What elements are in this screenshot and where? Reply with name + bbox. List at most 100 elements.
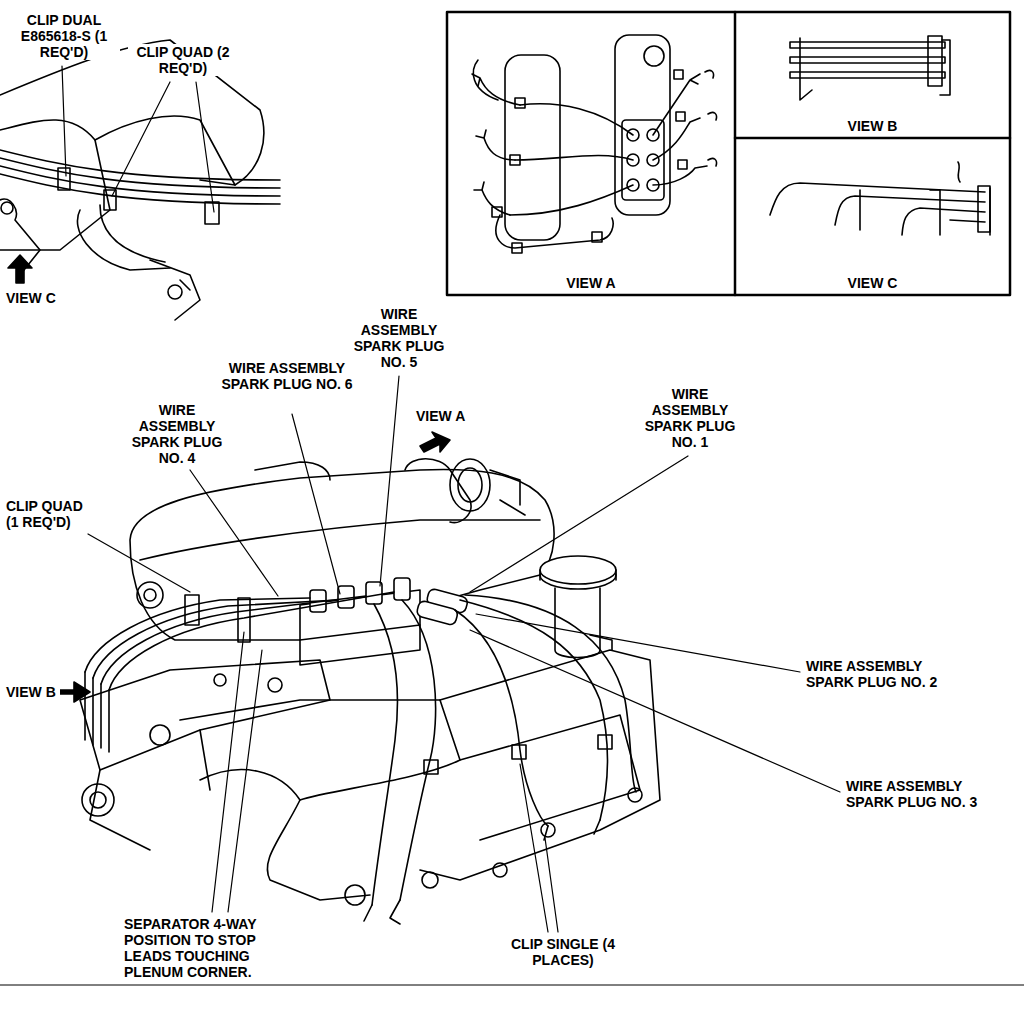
callout-label: WIRE ASSEMBLY SPARK PLUG NO. 5 (344, 306, 454, 370)
line-art (476, 614, 800, 672)
callout-label: VIEW B (4, 684, 60, 700)
line-art (860, 190, 940, 235)
line-art (300, 625, 420, 640)
line-art (212, 632, 244, 912)
line-art (268, 678, 282, 692)
line-art (0, 174, 280, 204)
line-art (470, 630, 840, 792)
line-art (0, 40, 264, 185)
line-art (416, 600, 459, 626)
line-art (214, 674, 226, 686)
line-art (424, 760, 438, 774)
line-art (465, 595, 636, 792)
callout-label: WIRE ASSEMBLY SPARK PLUG NO. 2 (804, 658, 944, 690)
upper-left-engine-art (0, 40, 280, 320)
line-art (653, 74, 700, 135)
line-art (674, 70, 683, 79)
line-art (800, 38, 812, 100)
callout-label: CLIP QUAD (1 REQ'D) (4, 498, 96, 530)
line-art (540, 570, 616, 580)
line-art (492, 207, 502, 217)
line-art (450, 459, 490, 511)
line-art (676, 112, 685, 121)
line-art (510, 155, 520, 165)
line-art (510, 185, 633, 215)
line-art (458, 468, 482, 502)
callout-label: WIRE ASSEMBLY SPARK PLUG NO. 3 (844, 778, 984, 810)
callout-label: WIRE ASSEMBLY SPARK PLUG NO. 4 (122, 402, 232, 466)
line-art (205, 202, 219, 224)
line-art (493, 863, 507, 877)
view-arrow (60, 682, 90, 702)
leader-lines (62, 66, 840, 932)
view-panel: VIEW A (447, 12, 735, 295)
line-art (0, 985, 1024, 986)
line-art (228, 650, 262, 912)
line-art (790, 57, 945, 63)
line-art (58, 168, 70, 190)
line-art (520, 764, 548, 932)
view-arrow (8, 255, 32, 283)
line-art (790, 72, 945, 78)
line-art (545, 838, 558, 932)
line-art (82, 784, 114, 816)
line-art (180, 700, 460, 800)
line-art (734, 12, 737, 295)
callout-label: SEPARATOR 4-WAY POSITION TO STOP LEADS T… (122, 916, 287, 980)
line-art (168, 285, 182, 299)
line-art (150, 260, 200, 320)
line-art (978, 186, 990, 232)
line-art (1, 202, 13, 214)
line-art (95, 116, 235, 185)
line-art (515, 156, 633, 160)
view-title: VIEW B (846, 118, 900, 134)
line-art (950, 220, 985, 222)
callout-label: CLIP QUAD (2 REQ'D) (128, 44, 238, 76)
line-art (592, 232, 602, 242)
line-art (544, 820, 600, 840)
view-title: VIEW A (564, 275, 617, 291)
line-art (455, 610, 548, 826)
main-engine-art (80, 459, 660, 924)
line-art (100, 205, 165, 262)
line-art (372, 604, 398, 905)
line-art (644, 46, 664, 66)
callout-label: WIRE ASSEMBLY SPARK PLUG NO. 6 (217, 360, 357, 392)
line-art (405, 459, 471, 523)
line-art (292, 414, 340, 594)
line-art (790, 42, 945, 48)
line-art (140, 520, 540, 560)
line-art (112, 82, 170, 196)
line-art (902, 208, 985, 235)
line-art (196, 82, 214, 212)
line-art (255, 462, 330, 480)
line-art (615, 35, 670, 215)
line-art (80, 660, 330, 770)
line-art (958, 162, 990, 235)
line-art (512, 745, 526, 759)
line-art (460, 715, 640, 840)
line-art (735, 137, 1010, 140)
view-b-art (790, 36, 950, 100)
line-art (476, 130, 515, 160)
line-art (928, 36, 942, 86)
line-art (380, 376, 399, 586)
line-art (364, 900, 400, 924)
line-art (678, 160, 687, 169)
line-art (137, 582, 163, 608)
line-art (104, 190, 116, 210)
line-art (940, 40, 950, 95)
line-art (85, 598, 310, 672)
line-art (470, 456, 688, 592)
line-art (540, 556, 616, 584)
callout-label: CLIP SINGLE (4 PLACES) (498, 936, 628, 968)
view-a-art (472, 35, 717, 253)
line-art (85, 672, 109, 752)
callout-label: CLIP DUAL E865618-S (1 REQ'D) (8, 12, 120, 60)
line-art (473, 60, 498, 100)
line-art (598, 735, 612, 749)
callout-label: VIEW C (4, 290, 74, 306)
line-art (472, 74, 520, 105)
line-art (190, 470, 278, 596)
line-art (520, 104, 633, 135)
